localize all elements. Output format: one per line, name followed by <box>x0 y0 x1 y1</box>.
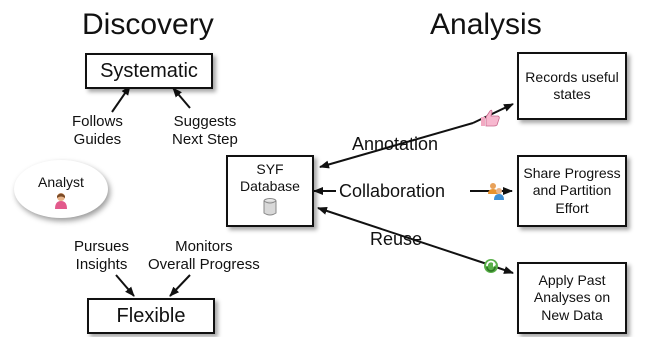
person-icon <box>55 193 67 209</box>
annotation-arrow-2 <box>472 103 514 124</box>
pursues-arrow <box>115 274 135 297</box>
analysis-heading: Analysis <box>430 8 542 41</box>
database-label: SYF Database <box>240 161 300 194</box>
discovery-heading: Discovery <box>82 8 214 41</box>
annotation-label: Annotation <box>352 134 439 154</box>
systematic-label: Systematic <box>100 59 198 82</box>
systematic-box: Systematic <box>85 53 213 89</box>
reuse-arrow <box>317 207 488 265</box>
thumbs-up-icon <box>481 109 500 127</box>
monitors-label: Monitors Overall Progress <box>148 238 260 273</box>
records-label: Records useful states <box>525 68 619 103</box>
people-icon <box>488 183 504 200</box>
analyst-label: Analyst <box>38 174 84 190</box>
database-box: SYF Database <box>226 155 314 227</box>
share-label: Share Progress and Partition Effort <box>523 164 621 216</box>
suggests-label: Suggests Next Step <box>172 113 238 148</box>
follows-label: Follows Guides <box>72 113 123 148</box>
recycle-icon <box>484 259 498 273</box>
collaboration-label: Collaboration <box>339 181 446 201</box>
analyst-node: Analyst <box>14 160 108 218</box>
suggests-arrow <box>172 87 191 109</box>
follows-arrow <box>111 85 131 113</box>
database-icon <box>263 198 277 216</box>
monitors-arrow <box>169 274 191 297</box>
flexible-box: Flexible <box>87 298 215 334</box>
flexible-label: Flexible <box>116 304 186 327</box>
apply-label: Apply Past Analyses on New Data <box>533 271 611 323</box>
pursues-label: Pursues Insights <box>74 238 130 273</box>
records-box: Records useful states <box>517 52 627 120</box>
share-box: Share Progress and Partition Effort <box>517 155 627 227</box>
apply-box: Apply Past Analyses on New Data <box>517 262 627 334</box>
annotation-arrow <box>319 122 474 169</box>
reuse-label: Reuse <box>370 229 423 249</box>
